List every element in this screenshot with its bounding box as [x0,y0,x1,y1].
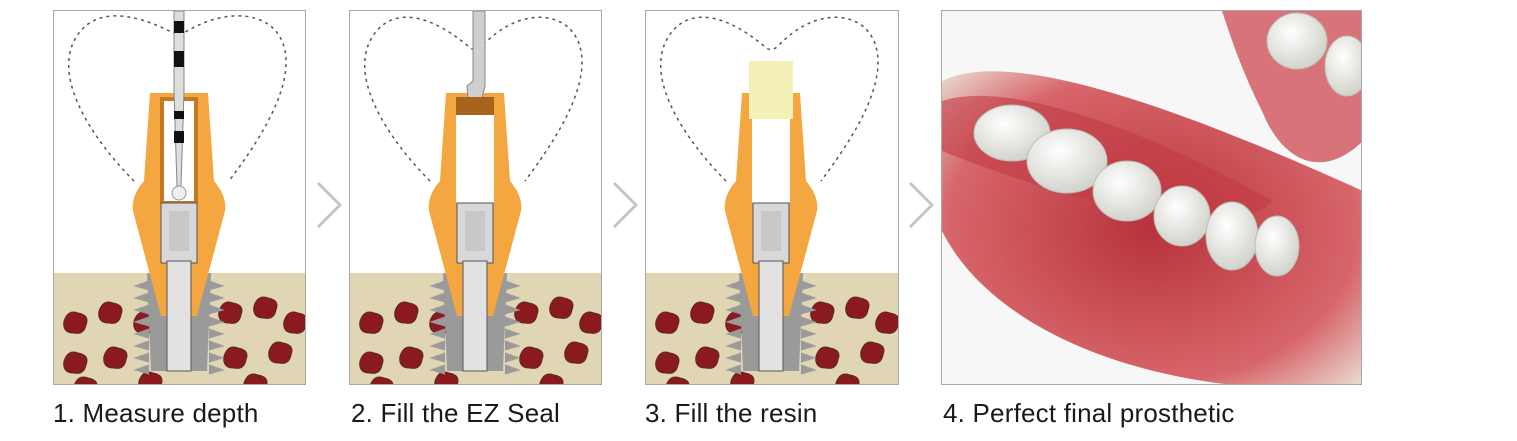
step-3-caption: 3. Fill the resin [645,398,818,428]
implant-diagram [54,11,305,384]
chevron-right-icon [610,180,640,230]
step-4-caption: 4. Perfect final prosthetic [943,398,1235,428]
step-2-illustration [349,10,602,385]
step-1-caption: 1. Measure depth [53,398,259,428]
teeth-gum-image [942,11,1361,384]
implant-diagram [350,11,601,384]
step-2-caption: 2. Fill the EZ Seal [351,398,560,428]
step-3-illustration [645,10,899,385]
step-4-illustration [941,10,1362,385]
chevron-right-icon [906,180,936,230]
step-1-illustration [53,10,306,385]
chevron-right-icon [314,180,344,230]
implant-diagram [646,16,898,384]
